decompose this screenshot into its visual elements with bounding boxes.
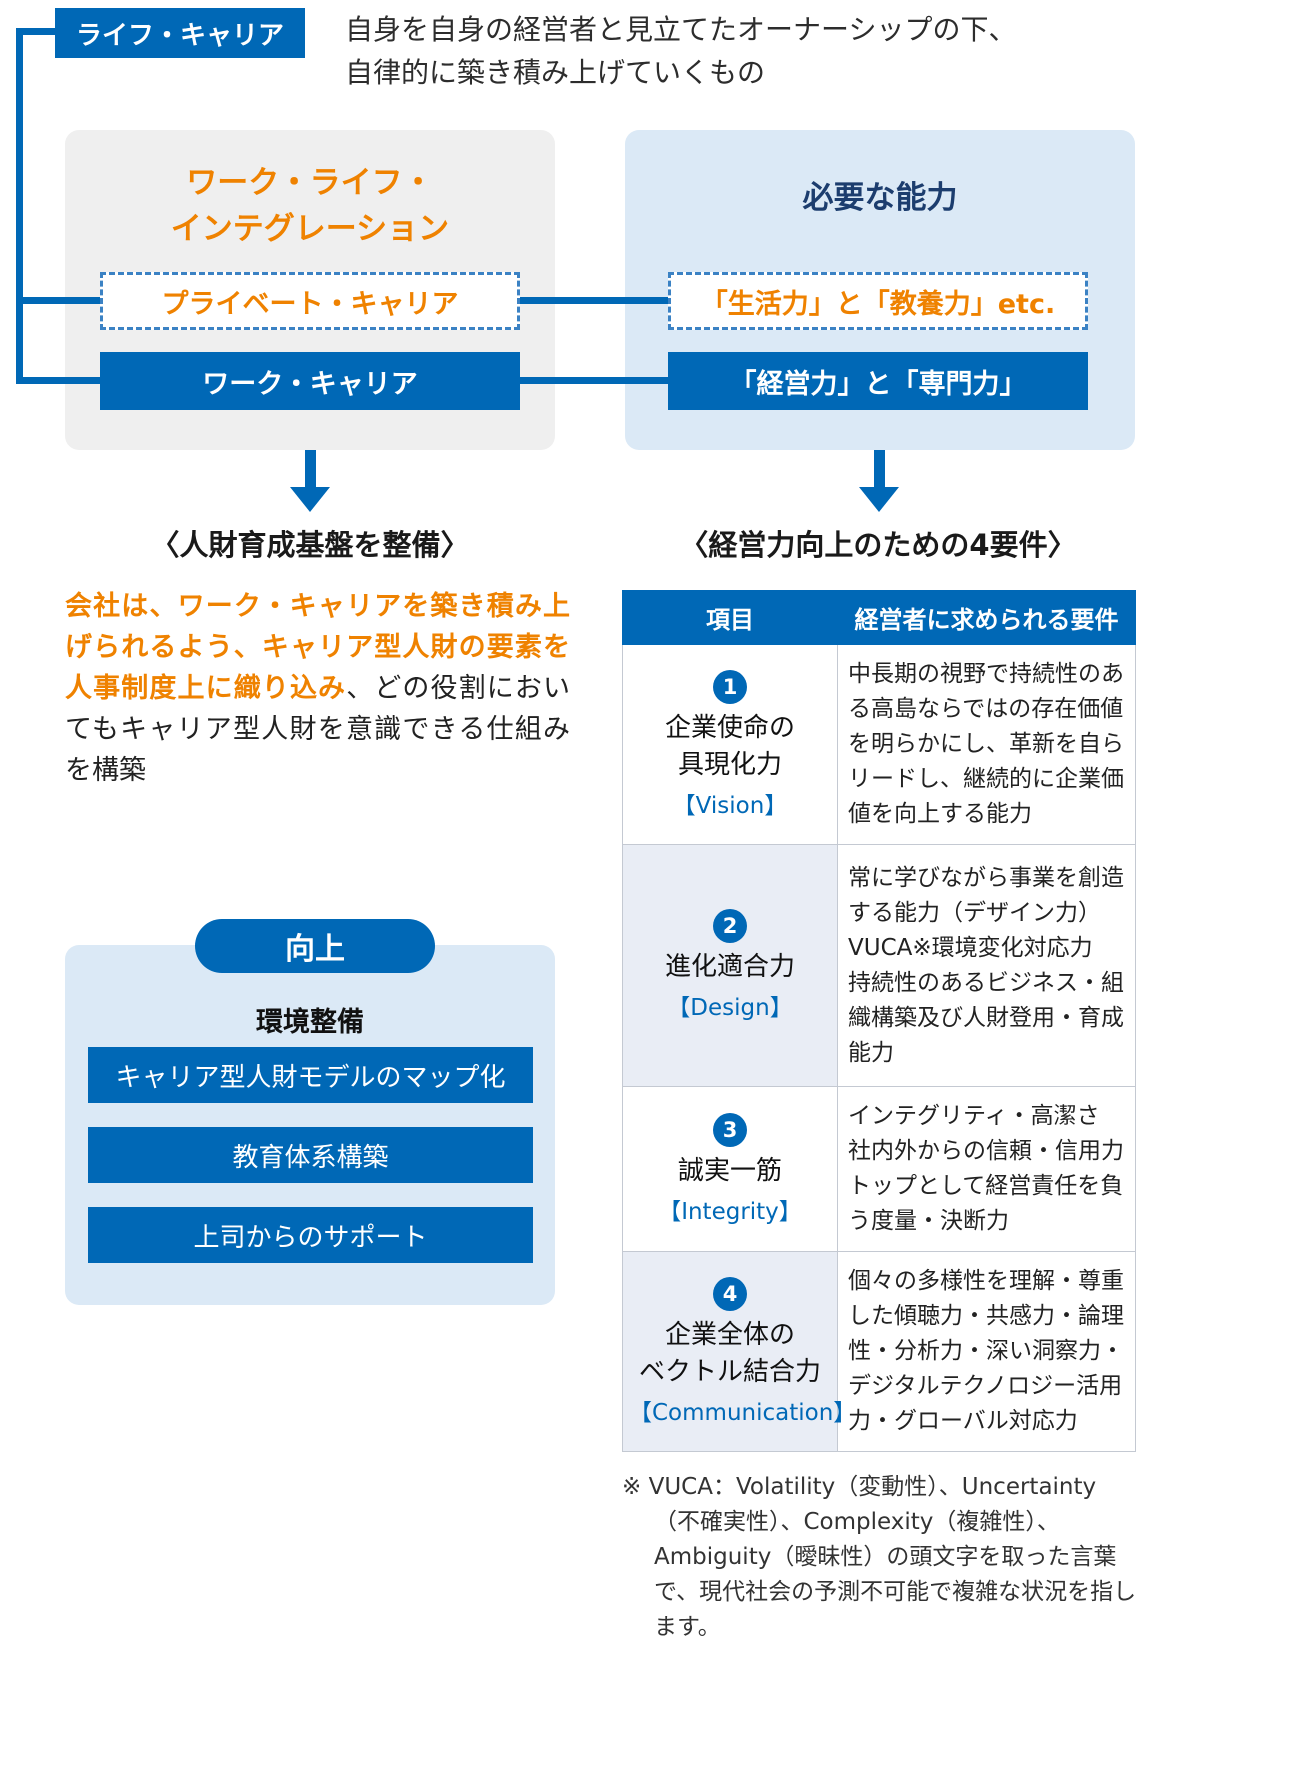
connector-private-to-life [512, 297, 676, 304]
rank-badge: 3 [713, 1112, 747, 1147]
vuca-footnote: ※ VUCA：Volatility（変動性）、Uncertainty（不確実性）… [622, 1474, 1137, 1640]
connector-vertical [16, 28, 23, 384]
hr-foundation-highlight: 会社は、ワーク・キャリアを築き積み上げられるよう、キャリア型人財の要素を人事制度… [65, 591, 570, 704]
down-arrow-left [305, 450, 316, 488]
table-row: 1 企業使命の 具現化力 【Vision】 中長期の視野で持続性のある高島ならで… [622, 644, 1136, 845]
item-requirement: 個々の多様性を理解・尊重した傾聴力・共感力・論理性・分析力・深い洞察力・デジタル… [837, 1251, 1136, 1452]
item-requirement: 常に学びながら事業を創造する能力（デザイン力） VUCA※環境変化対応力 持続性… [837, 844, 1136, 1087]
table-row: 2 進化適合力 【Design】 常に学びながら事業を創造する能力（デザイン力）… [622, 844, 1136, 1087]
private-career-label: プライベート・キャリア [161, 288, 459, 320]
connector-branch-work [16, 377, 112, 384]
requirements-column: 項目 経営者に求められる要件 1 企業使命の 具現化力 【Vision】 中長期… [622, 590, 1138, 1645]
rank-badge: 4 [713, 1276, 747, 1311]
environment-item-label: 上司からのサポート [193, 1222, 428, 1253]
column-header-requirement: 経営者に求められる要件 [837, 590, 1136, 645]
hr-foundation-rest: 、どの役割においてもキャリア型人財を意識できる仕組みを構築 [65, 673, 571, 786]
item-name: 誠実一筋 [677, 1155, 782, 1186]
down-arrow-right [874, 450, 885, 488]
work-career-box: ワーク・キャリア [100, 352, 520, 410]
hr-foundation-heading: 〈人財育成基盤を整備〉 [150, 528, 470, 562]
rank-badge: 1 [713, 669, 747, 704]
life-culture-label: 「生活力」と「教養力」etc. [700, 288, 1056, 320]
requirements-heading: 〈経営力向上のための4要件〉 [679, 528, 1077, 562]
table-row: 3 誠実一筋 【Integrity】 インテグリティ・高潔さ 社内外からの信頼・… [622, 1086, 1136, 1252]
improvement-pill: 向上 [195, 919, 435, 973]
life-career-label: ライフ・キャリア [55, 8, 305, 58]
item-requirement: 中長期の視野で持続性のある高島ならではの存在価値を明らかにし、革新を自らリードし… [837, 644, 1136, 845]
environment-item-label: キャリア型人財モデルのマップ化 [115, 1062, 506, 1093]
work-life-integration-title: ワーク・ライフ・ インテグレーション [170, 165, 450, 247]
item-name: 進化適合力 [664, 952, 795, 982]
connector-top [16, 28, 62, 35]
rank-badge: 2 [713, 909, 747, 943]
column-header-item: 項目 [622, 590, 838, 645]
management-specialty-box: 「経営力」と「専門力」 [668, 352, 1088, 410]
life-career-description: 自身を自身の経営者と見立てたオーナーシップの下、 自律的に築き積み上げていくもの [345, 13, 1017, 89]
environment-item-mapping: キャリア型人財モデルのマップ化 [88, 1047, 533, 1103]
private-career-box: プライベート・キャリア [100, 272, 520, 330]
item-tag-en: 【Communication】 [629, 1399, 857, 1426]
environment-item-education: 教育体系構築 [88, 1127, 533, 1183]
item-tag-en: 【Vision】 [672, 792, 788, 819]
table-row: 4 企業全体の ベクトル結合力 【Communication】 個々の多様性を理… [622, 1251, 1136, 1452]
work-career-label: ワーク・キャリア [202, 368, 418, 400]
hr-foundation-paragraph: 会社は、ワーク・キャリアを築き積み上げられるよう、キャリア型人財の要素を人事制度… [65, 586, 570, 791]
item-name: 企業全体の ベクトル結合力 [638, 1319, 821, 1387]
down-arrow-right-head [859, 487, 899, 512]
down-arrow-left-head [290, 487, 330, 512]
item-tag-en: 【Design】 [667, 995, 793, 1021]
improvement-pill-label: 向上 [285, 932, 345, 967]
connector-branch-private [16, 297, 112, 304]
life-culture-box: 「生活力」と「教養力」etc. [668, 272, 1088, 330]
connector-work-to-management [512, 377, 676, 384]
environment-item-support: 上司からのサポート [88, 1207, 533, 1263]
required-ability-title: 必要な能力 [802, 180, 958, 216]
item-requirement: インテグリティ・高潔さ 社内外からの信頼・信用力 トップとして経営責任を負う度量… [837, 1086, 1136, 1252]
environment-item-label: 教育体系構築 [232, 1142, 389, 1173]
management-specialty-label: 「経営力」と「専門力」 [729, 368, 1027, 400]
item-tag-en: 【Integrity】 [658, 1198, 802, 1225]
item-name: 企業使命の 具現化力 [664, 712, 795, 780]
table-header-row: 項目 経営者に求められる要件 [622, 590, 1136, 645]
environment-label: 環境整備 [256, 1007, 364, 1038]
life-career-text: ライフ・キャリア [75, 20, 284, 51]
requirements-table: 項目 経営者に求められる要件 1 企業使命の 具現化力 【Vision】 中長期… [622, 590, 1136, 1452]
